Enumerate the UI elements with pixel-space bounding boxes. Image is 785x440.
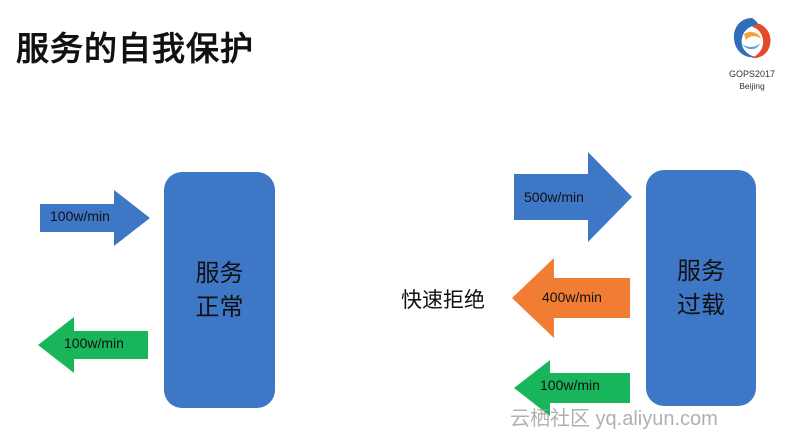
gops-logo: GOPS2017 Beijing xyxy=(722,14,782,96)
normal-incoming-rate: 100w/min xyxy=(50,208,110,224)
watermark-text: 云栖社区 yq.aliyun.com xyxy=(510,408,718,430)
overload-reject-arrow: 400w/min xyxy=(512,256,630,340)
service-normal-box: 服务 正常 xyxy=(164,172,275,408)
overload-incoming-arrow: 500w/min xyxy=(514,150,632,244)
normal-incoming-arrow: 100w/min xyxy=(40,188,150,248)
overload-outgoing-rate: 100w/min xyxy=(540,377,600,393)
logo-text-city: Beijing xyxy=(739,81,765,91)
fast-reject-label: 快速拒绝 xyxy=(401,288,485,312)
service-normal-line2: 正常 xyxy=(195,293,244,321)
service-overload-line1: 服务 xyxy=(677,257,725,285)
gops-logo-icon xyxy=(733,18,771,59)
service-normal-line1: 服务 xyxy=(195,259,244,287)
slide-title: 服务的自我保护 xyxy=(16,29,254,68)
service-overload-line2: 过载 xyxy=(677,291,725,319)
service-overload-box: 服务 过载 xyxy=(646,170,756,406)
logo-text-gops: GOPS2017 xyxy=(728,69,776,79)
overload-outgoing-arrow: 100w/min xyxy=(514,358,630,418)
normal-outgoing-rate: 100w/min xyxy=(64,335,124,351)
overload-reject-rate: 400w/min xyxy=(542,289,602,305)
normal-outgoing-arrow: 100w/min xyxy=(38,315,148,375)
overload-incoming-rate: 500w/min xyxy=(524,189,584,205)
